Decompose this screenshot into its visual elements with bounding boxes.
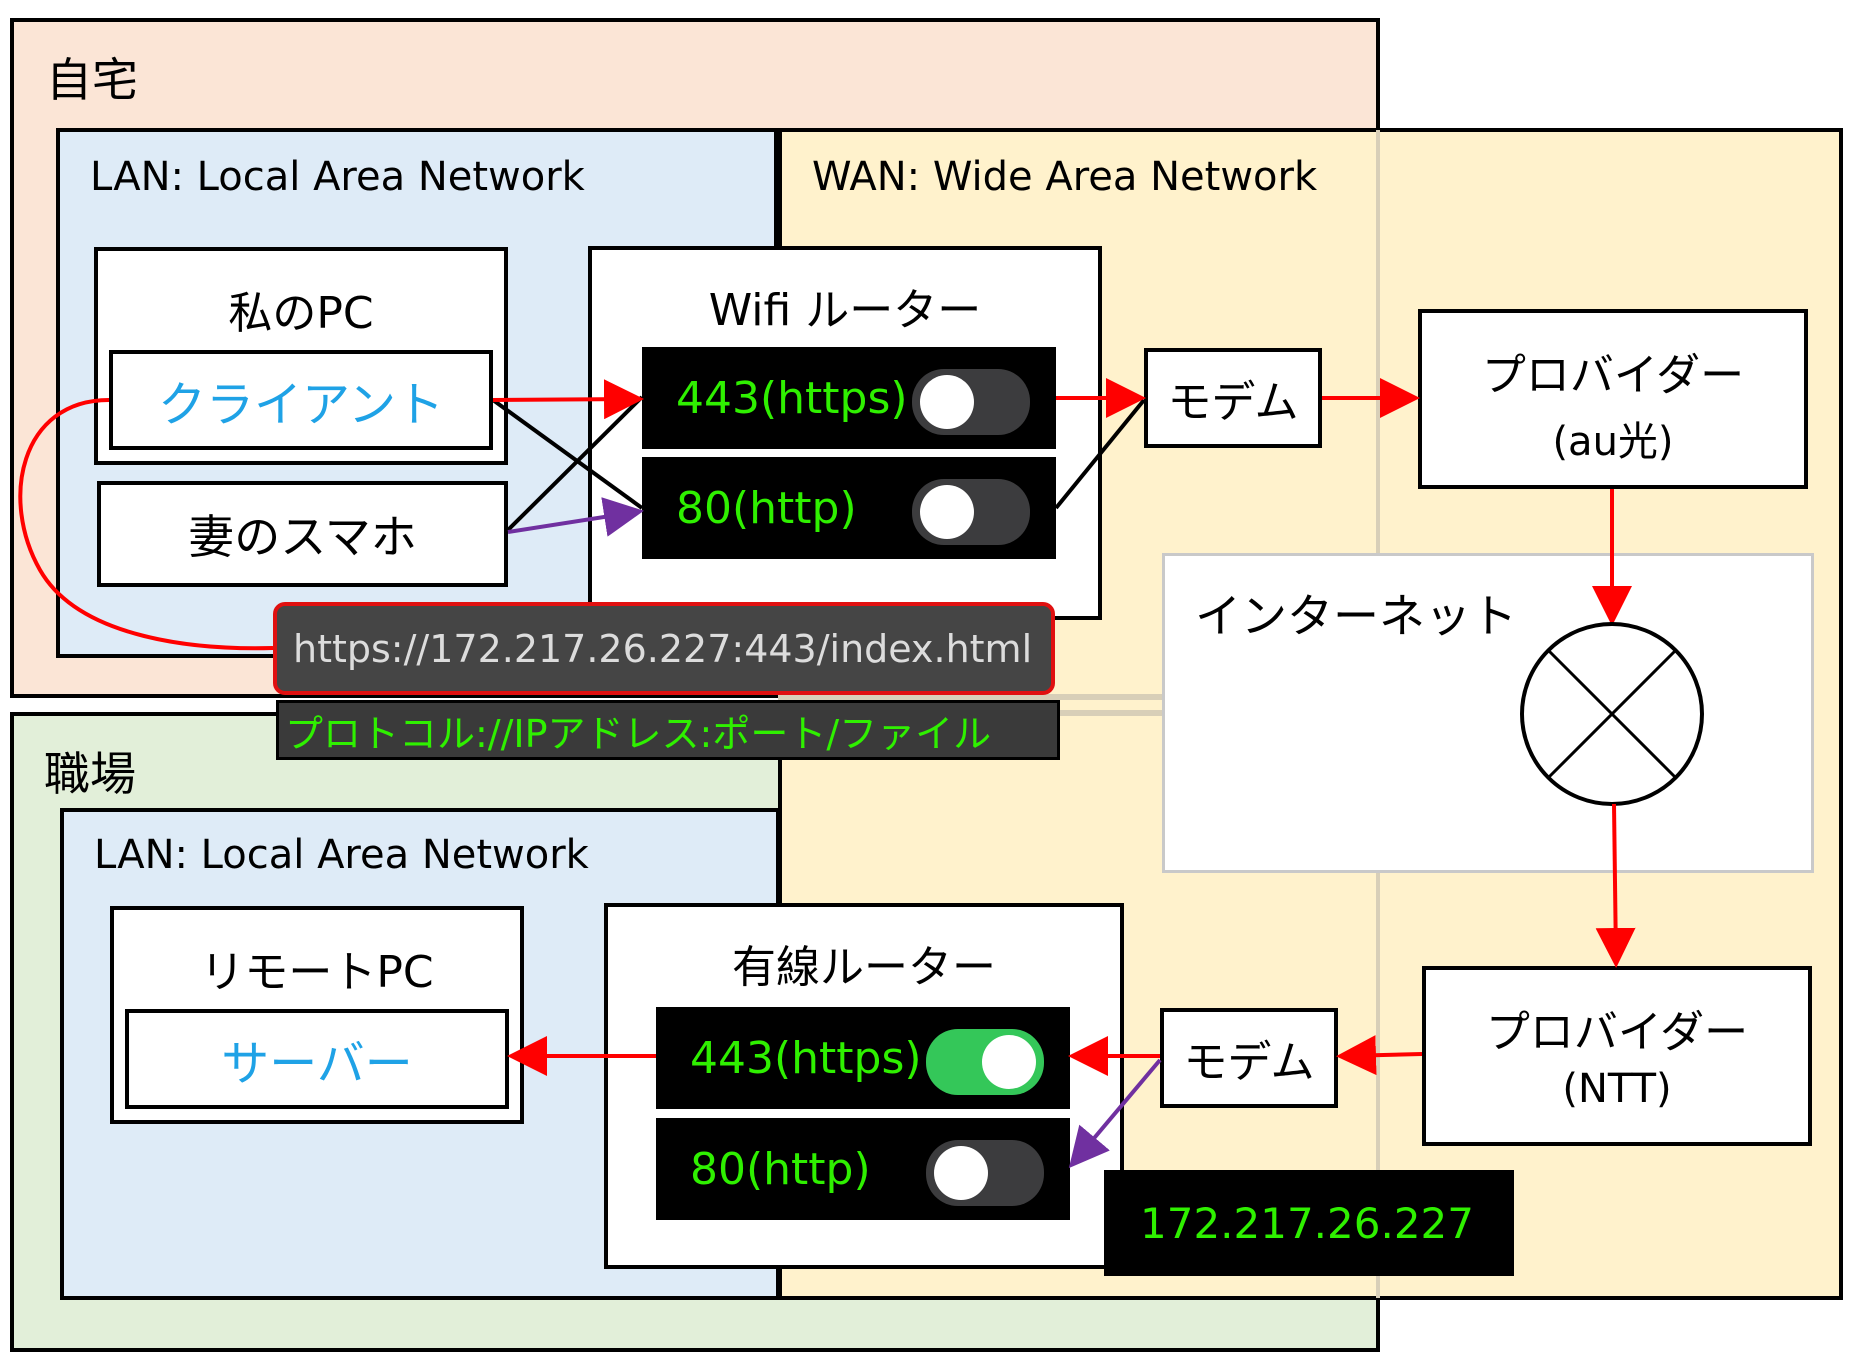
modem-to-http-arrow: [1068, 1058, 1162, 1169]
wife-phone-box[interactable]: 妻のスマホ: [97, 481, 508, 587]
toggle-knob: [982, 1035, 1036, 1089]
client-to-url-curve: [18, 398, 274, 651]
work-provider-label: プロバイダー: [1485, 1007, 1749, 1058]
client-box[interactable]: クライアント: [109, 350, 493, 450]
home-provider-sub: (au光): [1552, 419, 1674, 465]
client-label: クライアント: [157, 377, 445, 433]
home-provider-label: プロバイダー: [1481, 350, 1745, 401]
home-port-80[interactable]: 80(http): [642, 457, 1056, 559]
work-provider-box[interactable]: プロバイダー (NTT): [1422, 966, 1812, 1146]
my-pc-label: 私のPC: [228, 288, 374, 339]
internet-node-cross-2: [1546, 648, 1678, 780]
work-port-80[interactable]: 80(http): [656, 1118, 1070, 1220]
server-label: サーバー: [221, 1036, 413, 1092]
wan-work-boundary: [778, 710, 1380, 716]
internet-to-provider-arrow: [1595, 803, 1636, 968]
http-to-modem-line: [1054, 398, 1146, 510]
wife-phone-label: 妻のスマホ: [188, 510, 417, 564]
ip-label-box: 172.217.26.227: [1104, 1170, 1514, 1276]
wan-label: WAN: Wide Area Network: [812, 154, 1318, 200]
ip-label: 172.217.26.227: [1140, 1198, 1474, 1248]
client-to-http-line: [491, 398, 644, 510]
home-provider-box[interactable]: プロバイダー (au光): [1418, 309, 1808, 489]
home-port-80-label: 80(http): [676, 482, 857, 534]
url-format-text: プロトコル://IPアドレス:ポート/ファイル: [285, 711, 992, 756]
work-lan-label: LAN: Local Area Network: [94, 832, 589, 878]
toggle-knob: [920, 375, 974, 429]
phone-to-http-arrow: [507, 497, 644, 537]
toggle-knob: [934, 1146, 988, 1200]
work-provider-sub: (NTT): [1562, 1066, 1672, 1112]
home-modem-box[interactable]: モデム: [1144, 348, 1322, 448]
toggle-knob: [920, 485, 974, 539]
work-port-80-label: 80(http): [690, 1143, 871, 1195]
work-port-443[interactable]: 443(https): [656, 1007, 1070, 1109]
wired-router-title: 有線ルーター: [732, 942, 996, 993]
home-modem-label: モデム: [1167, 377, 1299, 428]
home-port-80-toggle[interactable]: [912, 479, 1030, 545]
home-lan-label: LAN: Local Area Network: [90, 154, 585, 200]
client-to-https-arrow: [492, 379, 644, 420]
wan-home-boundary: [778, 694, 1380, 700]
work-modem-box[interactable]: モデム: [1160, 1008, 1338, 1108]
internet-box: インターネット: [1162, 553, 1814, 873]
wifi-router-title: Wifi ルーター: [708, 285, 982, 336]
internet-label: インターネット: [1195, 589, 1517, 643]
server-box[interactable]: サーバー: [125, 1009, 509, 1109]
home-port-443[interactable]: 443(https): [642, 347, 1056, 449]
work-port-80-toggle[interactable]: [926, 1140, 1044, 1206]
work-zone-label: 職場: [44, 747, 136, 801]
home-port-443-toggle[interactable]: [912, 369, 1030, 435]
remote-pc-label: リモートPC: [200, 947, 434, 998]
work-port-443-label: 443(https): [690, 1032, 922, 1084]
provider-to-modem-arrow: [1336, 1035, 1423, 1076]
home-zone-label: 自宅: [46, 53, 138, 107]
url-bar[interactable]: https://172.217.26.227:443/index.html: [273, 602, 1055, 695]
work-port-443-toggle[interactable]: [926, 1029, 1044, 1095]
url-format: プロトコル://IPアドレス:ポート/ファイル: [276, 700, 1060, 760]
phone-to-https-line: [506, 395, 644, 532]
home-port-443-label: 443(https): [676, 372, 908, 424]
work-modem-label: モデム: [1183, 1037, 1315, 1088]
url-text: https://172.217.26.227:443/index.html: [293, 626, 1033, 671]
